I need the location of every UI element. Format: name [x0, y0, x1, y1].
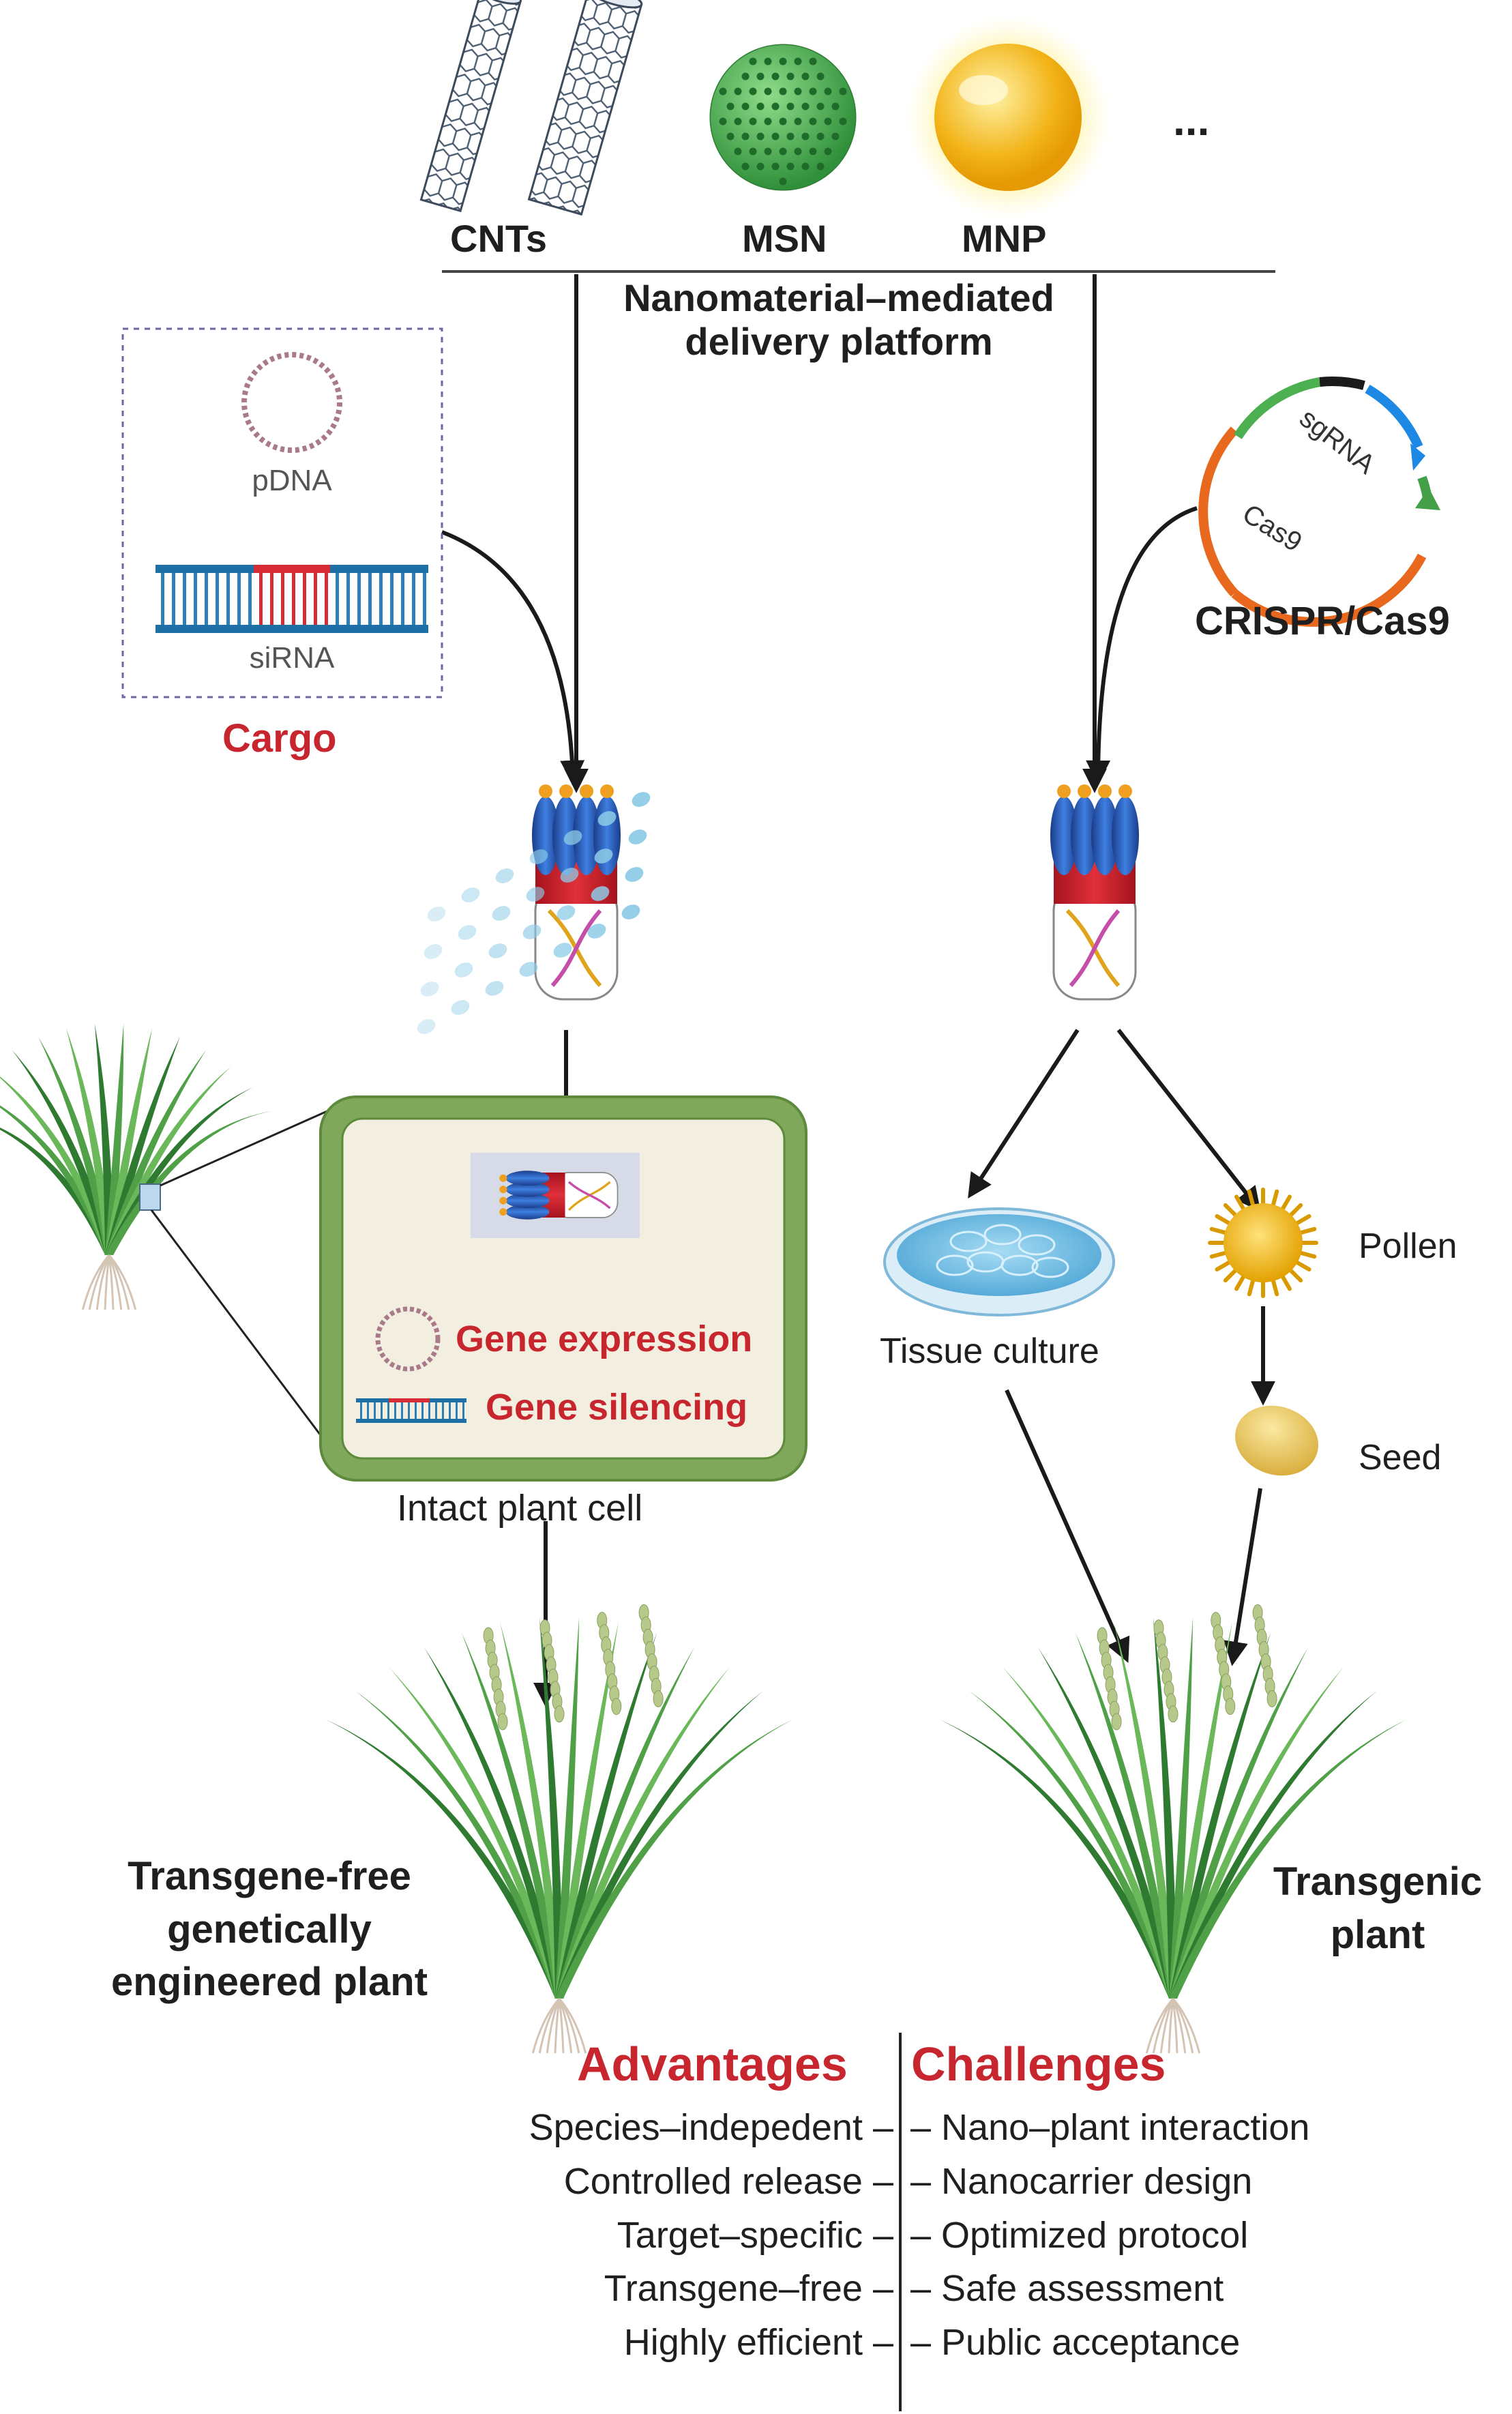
plant-cell	[319, 1095, 807, 1482]
seed-label: Seed	[1359, 1438, 1442, 1477]
left-plant-line3: engineered plant	[110, 1960, 428, 2005]
left-plant-line1: Transgene-free	[128, 1854, 411, 1898]
petri-dish-icon	[883, 1207, 1115, 1316]
pollen-label: Pollen	[1359, 1226, 1457, 1266]
mnp-icon	[906, 15, 1110, 220]
transgenic-plant-label: Transgenic plant	[1255, 1855, 1500, 1961]
right-plant-line1: Transgenic	[1273, 1859, 1483, 1904]
arrow-crispr	[1086, 506, 1198, 785]
platform-title: Nanomaterial–mediated delivery platform	[587, 276, 1091, 364]
advantages-list: Species–indepedent – Controlled release …	[368, 2101, 893, 2370]
zoom-line-bottom	[150, 1209, 330, 1447]
challenge-item: – Optimized protocol	[910, 2214, 1249, 2256]
arrow-to-pollen	[1116, 1029, 1261, 1212]
tissue-culture-label: Tissue culture	[880, 1331, 1099, 1371]
advantages-title: Advantages	[577, 2037, 848, 2091]
arrow-to-tissue	[968, 1029, 1080, 1199]
seed-icon	[1235, 1405, 1318, 1476]
advantage-item: Target–specific –	[617, 2214, 893, 2256]
cnts-label: CNTs	[450, 217, 548, 260]
cargo-box	[121, 327, 443, 698]
sirna-label: siRNA	[249, 641, 335, 675]
challenges-title: Challenges	[911, 2037, 1166, 2091]
mnp-label: MNP	[962, 217, 1047, 260]
advantage-item: Species–indepedent –	[529, 2107, 893, 2148]
cnt-icon	[419, 0, 643, 216]
cell-caption: Intact plant cell	[397, 1488, 643, 1529]
nanocarrier-right-icon	[1050, 784, 1139, 1001]
challenges-list: – Nano–plant interaction – Nanocarrier d…	[910, 2101, 1456, 2370]
advantage-item: Controlled release –	[563, 2160, 893, 2202]
leaf-zoom-marker	[139, 1183, 161, 1211]
gene-expression-label: Gene expression	[456, 1319, 753, 1359]
spray-droplets-icon	[417, 792, 651, 1034]
flow-arrows	[441, 274, 1275, 1707]
msn-icon	[709, 44, 857, 191]
gene-silencing-label: Gene silencing	[486, 1387, 748, 1428]
crispr-plasmid-icon	[1198, 377, 1440, 627]
small-plant-icon	[0, 1023, 273, 1310]
transgenic-plant-icon	[938, 1604, 1408, 2054]
crispr-title: CRISPR/Cas9	[1195, 599, 1450, 643]
platform-title-line1: Nanomaterial–mediated	[623, 276, 1054, 319]
transgene-free-plant-icon	[325, 1604, 794, 2054]
sirna-icon	[155, 565, 428, 633]
more-ellipsis: ...	[1173, 95, 1210, 145]
right-plant-line2: plant	[1330, 1912, 1425, 1957]
advantage-item: Transgene–free –	[604, 2268, 893, 2310]
zoom-line-top	[160, 1109, 329, 1187]
pollen-icon	[1208, 1188, 1318, 1298]
pdna-icon	[241, 352, 342, 453]
challenge-item: – Safe assessment	[910, 2268, 1224, 2310]
pdna-label: pDNA	[252, 464, 332, 497]
cargo-title: Cargo	[222, 716, 337, 761]
left-plant-line2: genetically	[167, 1907, 372, 1952]
msn-label: MSN	[742, 217, 827, 260]
platform-title-line2: delivery platform	[685, 320, 993, 364]
advantage-item: Highly efficient –	[623, 2322, 893, 2364]
arrow-tissue-plant	[1005, 1389, 1130, 1663]
transgene-free-plant-label: Transgene-free genetically engineered pl…	[68, 1850, 471, 2009]
challenge-item: – Nanocarrier design	[910, 2160, 1253, 2202]
arrow-cargo	[441, 530, 585, 785]
challenge-item: – Public acceptance	[910, 2322, 1241, 2364]
challenge-item: – Nano–plant interaction	[910, 2107, 1310, 2148]
arrow-seed-plant	[1224, 1488, 1262, 1666]
